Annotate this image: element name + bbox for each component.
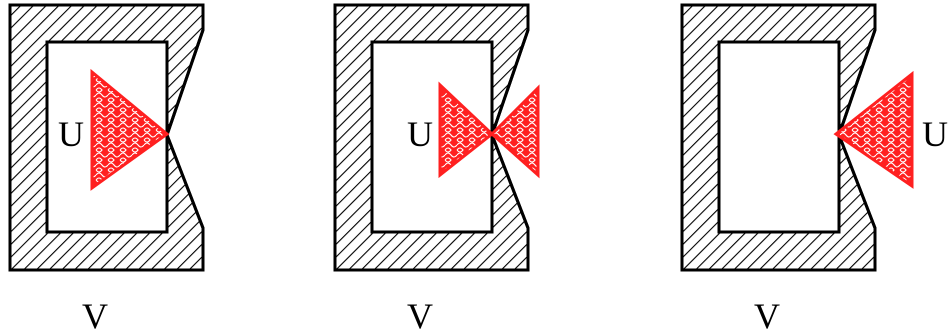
panel-2: U V — [333, 3, 540, 336]
wedge-u-outer — [489, 84, 540, 179]
wedge-label: U — [922, 114, 948, 154]
wedge-u-inner — [438, 81, 495, 179]
region-label: V — [82, 296, 108, 336]
panel-3: U V — [680, 3, 948, 336]
region-label: V — [407, 296, 433, 336]
wedge-u — [90, 68, 170, 191]
panel-1: U V — [8, 3, 205, 336]
wedge-label: U — [407, 114, 433, 154]
wedge-label: U — [58, 114, 84, 154]
wedge-u — [833, 70, 914, 189]
region-label: V — [754, 296, 780, 336]
